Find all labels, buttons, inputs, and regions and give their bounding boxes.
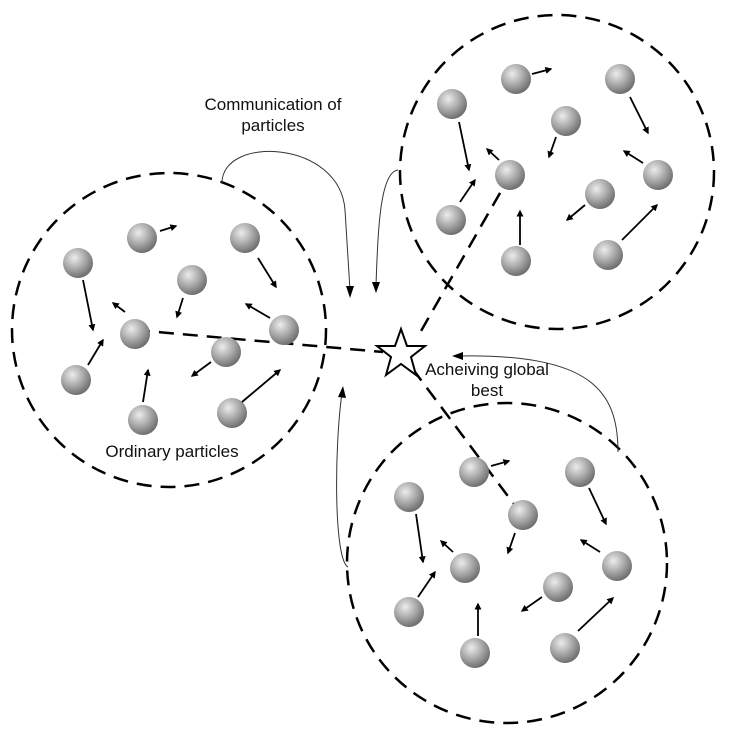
particle-sphere-icon <box>551 106 581 136</box>
velocity-arrow-icon <box>159 224 178 232</box>
particle-sphere-icon <box>394 597 424 627</box>
ordinary-particles-label: Ordinary particles <box>105 442 239 461</box>
velocity-arrow-icon <box>459 178 476 203</box>
communication-arrowhead-right <box>452 352 463 360</box>
particle-sphere-icon <box>495 160 525 190</box>
velocity-arrow-icon <box>415 513 426 564</box>
velocity-arrow-icon <box>82 279 96 332</box>
particle-sphere-icon <box>602 551 632 581</box>
particle-sphere-icon <box>605 64 635 94</box>
velocity-arrow-icon <box>485 148 500 161</box>
velocity-arrow-icon <box>175 297 184 319</box>
particle-sphere-icon <box>437 89 467 119</box>
communication-label-line1: Communication of <box>204 95 342 114</box>
communication-arrowhead-topright <box>372 282 380 293</box>
particle-sphere-icon <box>63 248 93 278</box>
velocity-arrow-icon <box>579 539 601 553</box>
velocity-arrow-icon <box>244 303 271 319</box>
velocity-arrow-icon <box>629 96 649 135</box>
particle-sphere-icon <box>593 240 623 270</box>
velocity-arrow-icon <box>531 67 553 75</box>
velocity-arrow-icon <box>87 338 104 366</box>
particle-sphere-icon <box>543 572 573 602</box>
particle-sphere-icon <box>508 500 538 530</box>
particle-sphere-icon <box>120 319 150 349</box>
velocity-arrow-icon <box>241 369 282 403</box>
communication-curve-bottom <box>336 392 349 568</box>
particle-sphere-icon <box>177 265 207 295</box>
communication-arrowhead-top <box>346 286 354 298</box>
particles-layer <box>61 64 673 668</box>
particle-sphere-icon <box>501 246 531 276</box>
best-link-left <box>134 328 384 354</box>
particle-sphere-icon <box>459 457 489 487</box>
communication-curve-right <box>459 355 619 453</box>
global-best-label-line2: best <box>470 381 504 400</box>
communication-curve-top <box>221 150 351 291</box>
particle-sphere-icon <box>61 365 91 395</box>
particle-sphere-icon <box>127 223 157 253</box>
velocity-arrow-icon <box>520 596 543 612</box>
velocity-arrow-icon <box>565 204 586 221</box>
velocity-arrow-icon <box>547 136 557 159</box>
particle-sphere-icon <box>550 633 580 663</box>
best-link-bottom-right <box>410 367 524 516</box>
particle-sphere-icon <box>565 457 595 487</box>
particle-sphere-icon <box>217 398 247 428</box>
particle-sphere-icon <box>450 553 480 583</box>
velocity-arrow-icon <box>190 361 212 377</box>
velocity-arrow-icon <box>588 487 607 526</box>
communication-label: Communication of particles <box>183 94 363 136</box>
global-best-label-line1: Acheiving global <box>425 360 549 379</box>
velocity-arrow-icon <box>458 121 472 172</box>
particle-sphere-icon <box>643 160 673 190</box>
particle-sphere-icon <box>269 315 299 345</box>
particle-sphere-icon <box>230 223 260 253</box>
particle-sphere-icon <box>211 337 241 367</box>
particle-sphere-icon <box>394 482 424 512</box>
velocity-arrows-layer <box>82 67 658 636</box>
particle-sphere-icon <box>436 205 466 235</box>
velocity-arrow-icon <box>506 532 516 555</box>
communication-curve-topright <box>375 169 399 286</box>
velocity-arrow-icon <box>257 257 277 289</box>
particle-sphere-icon <box>585 179 615 209</box>
swarm-boundary-top-right <box>398 13 716 331</box>
swarm-boundary-bottom-right <box>345 401 669 725</box>
global-best-label: Acheiving global best <box>392 359 582 401</box>
global-best-star-icon <box>374 325 428 378</box>
swarm-boundary-left <box>10 171 328 489</box>
velocity-arrow-icon <box>417 570 436 598</box>
velocity-arrow-icon <box>490 459 511 467</box>
communication-arrowhead-bottom <box>338 386 346 398</box>
particle-sphere-icon <box>128 405 158 435</box>
communication-label-line2: particles <box>241 116 305 135</box>
velocity-arrow-icon <box>577 597 615 632</box>
velocity-arrow-icon <box>621 204 658 241</box>
velocity-arrow-icon <box>439 540 454 553</box>
velocity-arrow-icon <box>111 302 126 313</box>
velocity-arrow-icon <box>142 368 151 403</box>
best-link-top-right <box>415 171 514 339</box>
velocity-arrow-icon <box>622 150 644 164</box>
particle-sphere-icon <box>501 64 531 94</box>
particle-sphere-icon <box>460 638 490 668</box>
